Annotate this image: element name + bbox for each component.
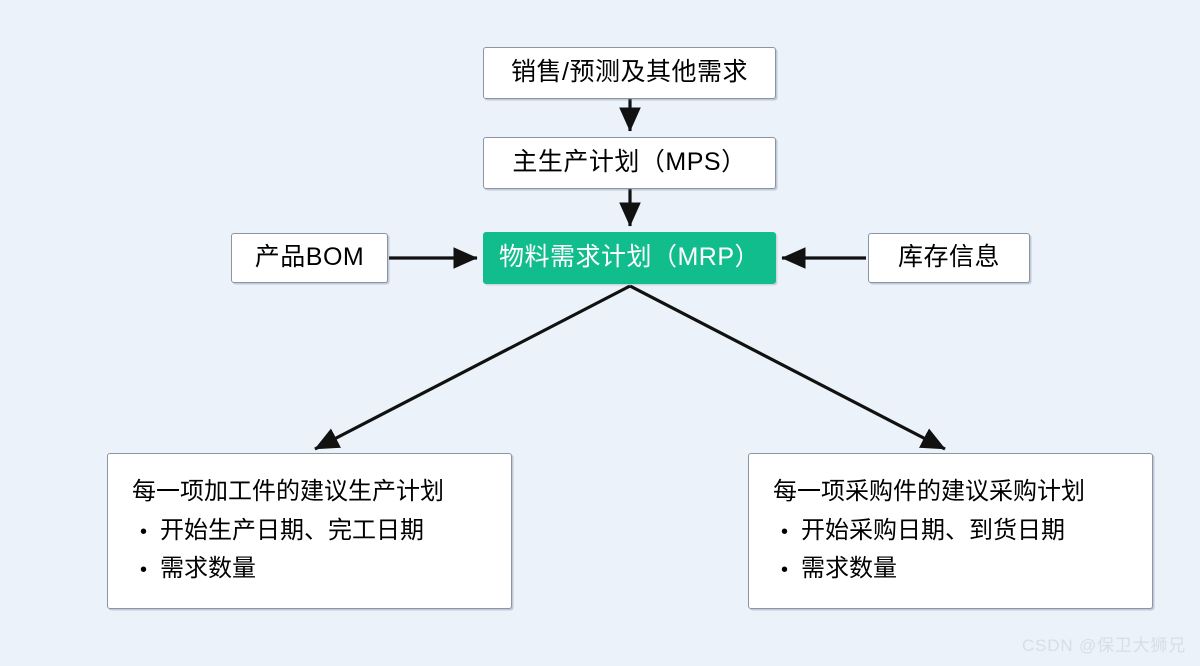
list-item: • 开始采购日期、到货日期 bbox=[767, 512, 1065, 550]
node-master-production-schedule-label: 主生产计划（MPS） bbox=[512, 148, 747, 177]
node-inventory-information[interactable]: 库存信息 bbox=[868, 233, 1030, 283]
purchase-plan-heading: 每一项采购件的建议采购计划 bbox=[773, 478, 1085, 506]
list-item-label: 开始采购日期、到货日期 bbox=[801, 517, 1065, 545]
node-inventory-information-label: 库存信息 bbox=[897, 243, 1000, 272]
node-purchase-plan-output[interactable]: 每一项采购件的建议采购计划 • 开始采购日期、到货日期 • 需求数量 bbox=[748, 453, 1153, 609]
watermark: CSDN @保卫大狮兄 bbox=[1022, 636, 1186, 655]
node-sales-forecast-demand[interactable]: 销售/预测及其他需求 bbox=[483, 47, 776, 99]
list-item: • 开始生产日期、完工日期 bbox=[126, 512, 424, 550]
edge-mrp-to-output-right bbox=[629, 284, 946, 451]
list-item-label: 需求数量 bbox=[160, 555, 256, 582]
node-production-plan-output[interactable]: 每一项加工件的建议生产计划 • 开始生产日期、完工日期 • 需求数量 bbox=[107, 453, 512, 609]
node-product-bom[interactable]: 产品BOM bbox=[231, 233, 388, 283]
bullet-icon: • bbox=[781, 521, 789, 544]
bullet-icon: • bbox=[140, 559, 148, 581]
node-material-requirements-planning[interactable]: 物料需求计划（MRP） bbox=[483, 232, 776, 284]
list-item-label: 需求数量 bbox=[801, 555, 897, 582]
list-item-label: 开始生产日期、完工日期 bbox=[160, 517, 424, 545]
bullet-icon: • bbox=[140, 521, 148, 544]
node-material-requirements-planning-label: 物料需求计划（MRP） bbox=[498, 243, 761, 272]
edge-mrp-to-output-left bbox=[314, 284, 631, 451]
list-item: • 需求数量 bbox=[767, 550, 1065, 588]
node-sales-forecast-demand-label: 销售/预测及其他需求 bbox=[511, 58, 748, 87]
bullet-icon: • bbox=[781, 559, 789, 581]
purchase-plan-list: • 开始采购日期、到货日期 • 需求数量 bbox=[767, 512, 1065, 588]
node-master-production-schedule[interactable]: 主生产计划（MPS） bbox=[483, 137, 776, 189]
list-item: • 需求数量 bbox=[126, 550, 424, 588]
production-plan-list: • 开始生产日期、完工日期 • 需求数量 bbox=[126, 512, 424, 588]
node-product-bom-label: 产品BOM bbox=[254, 243, 365, 272]
production-plan-heading: 每一项加工件的建议生产计划 bbox=[132, 478, 444, 506]
